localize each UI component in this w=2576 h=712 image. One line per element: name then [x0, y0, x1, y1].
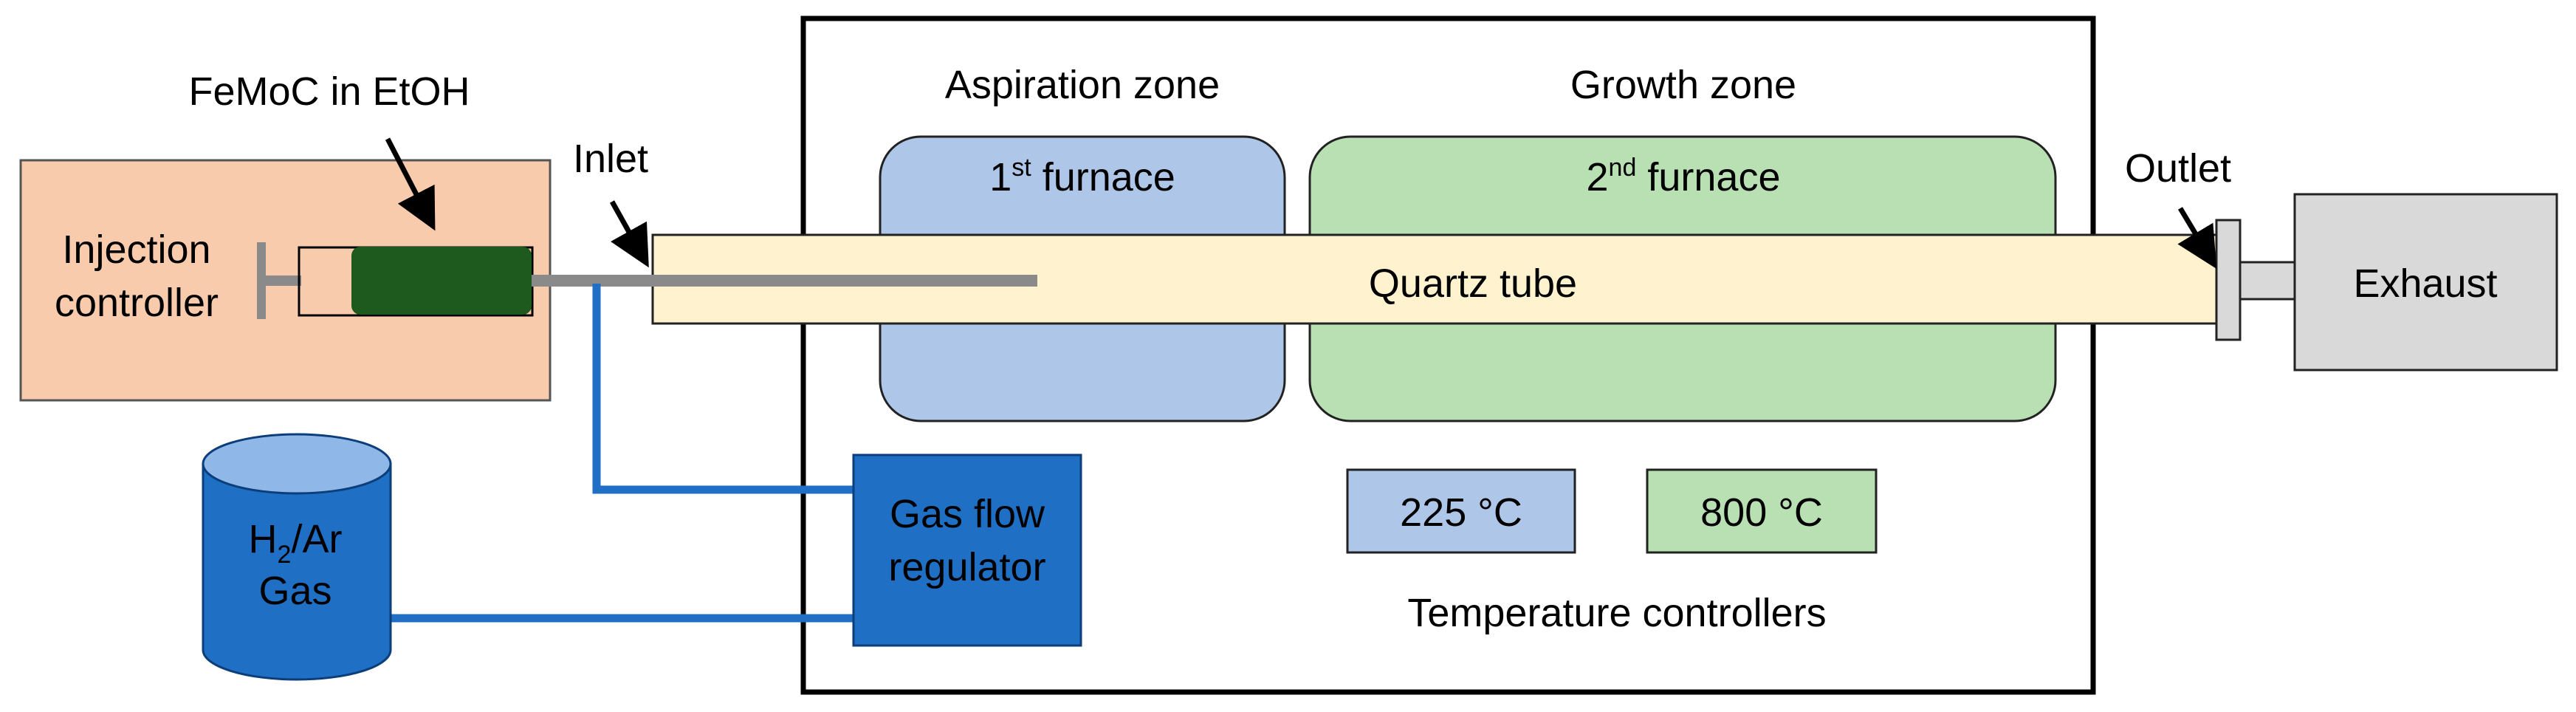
- femoc-label: FeMoC in EtOH: [188, 69, 470, 114]
- reactor-enclosure: [800, 16, 2096, 695]
- exhaust-label: Exhaust: [2353, 261, 2497, 306]
- injection-rod: [532, 275, 1037, 287]
- temp-controller-2-value: 800 °C: [1700, 490, 1823, 535]
- gas-cylinder-top: [202, 433, 392, 495]
- furnace-2-label: 2nd furnace: [1587, 154, 1781, 199]
- gas-cylinder-label-line2: Gas: [258, 569, 332, 613]
- regulator-label-line2: regulator: [888, 545, 1045, 589]
- temp-controller-2: [1646, 468, 1878, 554]
- exhaust-box: [2293, 193, 2558, 372]
- syringe-liquid: [351, 247, 532, 315]
- regulator-label-line1: Gas flow: [890, 492, 1045, 536]
- injection-controller-label-line2: controller: [55, 281, 219, 325]
- temp-controllers-label: Temperature controllers: [1407, 591, 1826, 635]
- aspiration-zone-label: Aspiration zone: [945, 63, 1220, 107]
- femoc-arrow: [385, 137, 436, 231]
- syringe-plunger-rod: [266, 275, 301, 286]
- exhaust-connector: [2239, 261, 2296, 301]
- growth-zone-label: Growth zone: [1570, 63, 1796, 107]
- injection-controller-label-line1: Injection: [62, 227, 210, 272]
- outlet-label: Outlet: [2125, 146, 2231, 191]
- gas-line-to-inlet: [592, 284, 853, 494]
- inlet-label: Inlet: [573, 137, 648, 181]
- gas-flow-regulator: [852, 453, 1082, 647]
- syringe-plunger-handle: [257, 242, 266, 319]
- temp-controller-1: [1346, 468, 1576, 554]
- outlet-arrow: [2177, 207, 2217, 270]
- outlet-flange: [2215, 219, 2242, 341]
- quartz-tube-label: Quartz tube: [1369, 261, 1577, 306]
- gas-cylinder-label-line1: H2/Ar: [249, 517, 343, 569]
- gas-cylinder: [202, 462, 392, 681]
- temp-controller-1-value: 225 °C: [1400, 490, 1522, 535]
- inlet-arrow: [609, 200, 649, 268]
- furnace-1-label: 1st furnace: [989, 154, 1175, 199]
